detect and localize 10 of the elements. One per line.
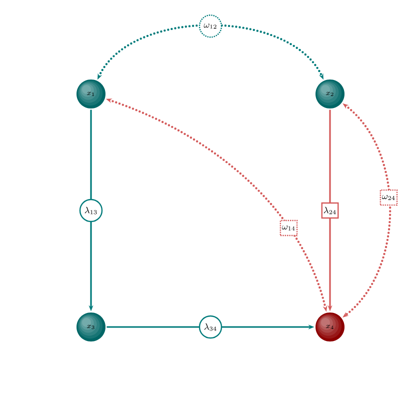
edge-label: $\lambda_{13}$ — [79, 198, 103, 222]
edge-label: $\lambda_{34}$ — [198, 315, 222, 339]
sphere-node: $x_3$ — [76, 312, 106, 342]
edge-label: $\omega_{14}$ — [280, 220, 298, 236]
edge-label: $\lambda_{24}$ — [321, 202, 339, 219]
sphere-node: $x_2$ — [316, 80, 344, 108]
edge-label: $\omega_{24}$ — [380, 189, 398, 206]
sphere-node: $x_1$ — [76, 80, 106, 108]
edge-label: $\omega_{12}$ — [198, 14, 222, 38]
sphere-node: $x_4$ — [316, 312, 344, 342]
